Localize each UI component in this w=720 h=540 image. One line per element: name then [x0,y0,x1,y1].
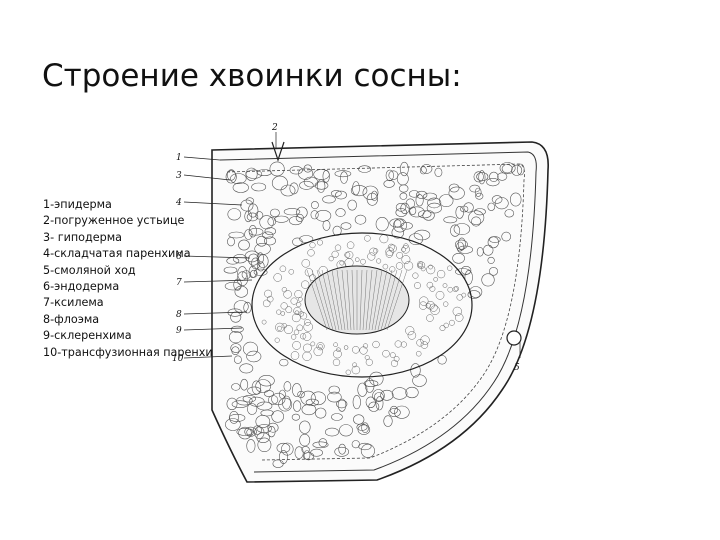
slide-title: Строение хвоинки сосны: [42,58,462,94]
callout-label: 5 [514,363,520,373]
resin-duct [507,331,521,345]
callout-label: 1 [176,153,182,163]
callout-label: 9 [176,326,182,336]
pine-needle-cross-section-drawing: 1 2 3 4 6 7 8 9 10 5 [172,120,572,500]
callout-label: 10 [172,354,184,364]
callout-label: 7 [176,278,182,288]
callout-label: 4 [175,198,182,208]
callout-label: 8 [176,310,182,320]
callout-label: 2 [271,123,278,133]
callout-label: 6 [176,252,182,262]
callout-label: 3 [176,171,182,181]
